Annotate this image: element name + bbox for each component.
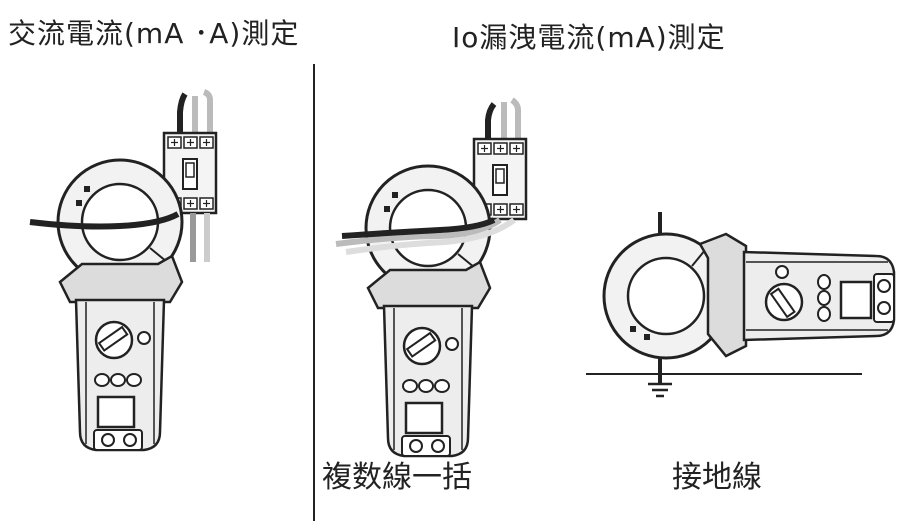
left-measured-wire [29, 211, 180, 230]
right-section-title: Io漏洩電流(mA)測定 [452, 21, 726, 54]
wire-bundle [335, 217, 516, 255]
left-section-title: 交流電流(mA ･A)測定 [8, 17, 300, 50]
right-breaker-group [472, 97, 528, 221]
left-clamp-meter [56, 158, 184, 452]
left-breaker-group [162, 89, 218, 262]
ground-setup [586, 212, 896, 398]
caption-ground-wire: 接地線 [672, 460, 762, 495]
multi-wire-clamp-meter [364, 164, 492, 458]
caption-multiple-wires: 複数線一括 [322, 460, 472, 495]
